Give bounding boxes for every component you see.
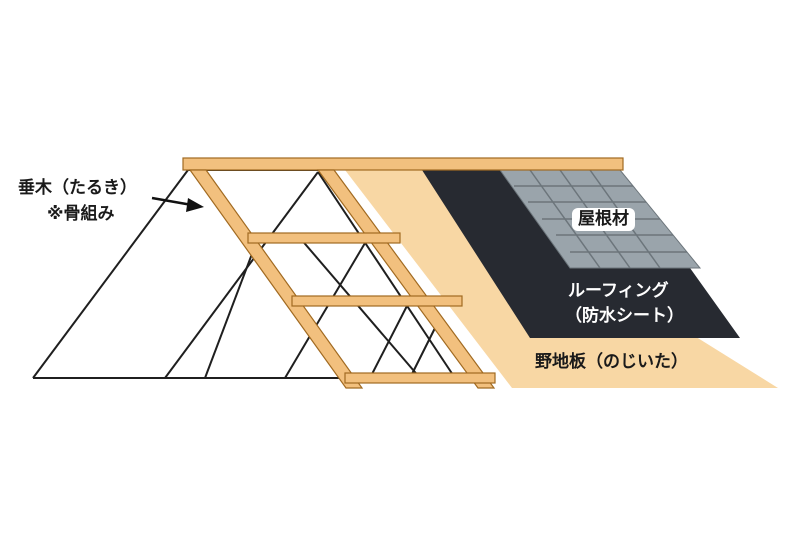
roofing-sublabel: （防水シート）	[565, 306, 684, 326]
batten-2	[291, 295, 463, 307]
rafter-members	[182, 157, 624, 389]
rafter-label: 垂木（たるき）	[18, 178, 137, 198]
ridge-board	[182, 157, 624, 171]
sheathing-label: 野地板（のじいた）	[535, 352, 688, 372]
roofing-material-label: 屋根材	[572, 208, 635, 231]
main-rafter	[188, 169, 364, 389]
roofing-label: ルーフィング	[568, 281, 669, 301]
second-rafter	[316, 169, 496, 389]
rafter-note: ※骨組み	[47, 204, 115, 224]
rafter-arrow	[151, 196, 204, 212]
batten-1	[247, 232, 401, 244]
batten-3	[344, 372, 496, 384]
